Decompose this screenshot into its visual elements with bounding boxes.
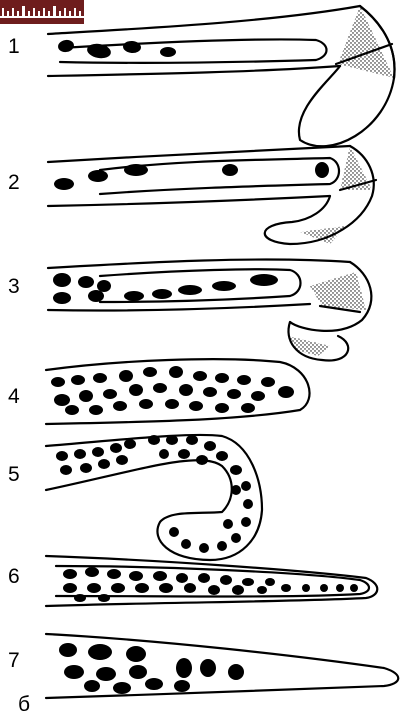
row-label-5: 5 (8, 464, 20, 485)
row-label-1: 1 (8, 36, 20, 57)
shape-row-3 (48, 260, 371, 361)
shape-row-6 (46, 556, 377, 606)
shape-row-1 (48, 6, 395, 146)
row-label-3: 3 (8, 276, 20, 297)
shape-row-2 (48, 146, 376, 244)
row-label-2: 2 (8, 172, 20, 193)
row-label-4: 4 (8, 386, 20, 407)
figure-caption: б (18, 694, 30, 715)
row-label-7: 7 (8, 650, 20, 671)
row-label-6: 6 (8, 566, 20, 587)
